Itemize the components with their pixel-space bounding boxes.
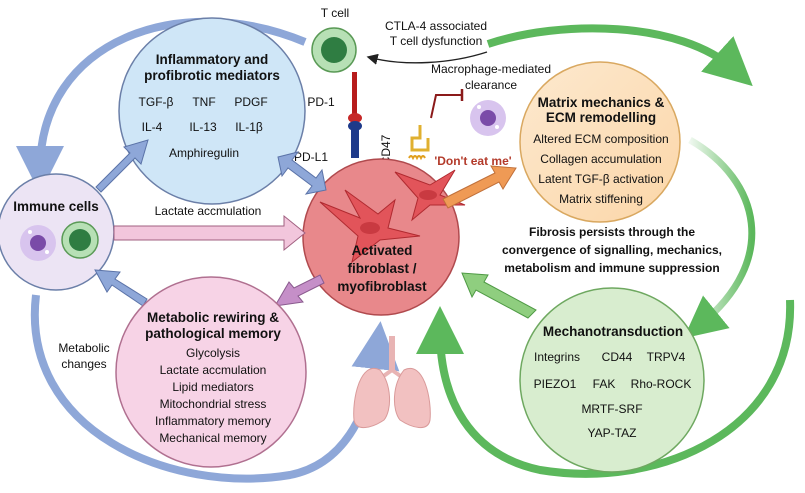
inflammatory-title-line1: Inflammatory and bbox=[156, 52, 269, 67]
mediator-item: Amphiregulin bbox=[169, 146, 239, 160]
cd47-label: CD47 bbox=[379, 134, 393, 165]
fibroblast-to-matrix-arrow bbox=[442, 165, 517, 209]
mechano-to-fibroblast-arrow bbox=[461, 272, 537, 319]
ctla4-annotation: CTLA-4 associated T cell dysfunction bbox=[366, 19, 488, 65]
immune-cells-node: Immune cells bbox=[0, 173, 115, 291]
metabolic-item: Glycolysis bbox=[186, 346, 240, 360]
metabolic-to-immune-arrow bbox=[94, 269, 148, 307]
mechano-item: Rho-ROCK bbox=[631, 377, 692, 391]
pdl1-label: PD-L1 bbox=[294, 150, 328, 164]
fibrosis-line3: metabolism and immune suppression bbox=[504, 261, 719, 275]
mediator-item: PDGF bbox=[234, 95, 267, 109]
metabolic-title-line1: Metabolic rewiring & bbox=[147, 310, 279, 325]
mediator-item: IL-1β bbox=[235, 120, 263, 134]
metabolic-item: Lipid mediators bbox=[172, 380, 253, 394]
matrix-mechanics-node: Matrix mechanics & ECM remodelling Alter… bbox=[519, 61, 681, 223]
dont-eat-me-label: 'Don't eat me' bbox=[434, 154, 511, 168]
activated-fibroblast-node: Activated fibroblast / myofibroblast bbox=[302, 158, 466, 316]
macrophage-line2: clearance bbox=[465, 78, 517, 92]
metabolic-changes-line1: Metabolic bbox=[58, 341, 109, 355]
mechano-item: PIEZO1 bbox=[534, 377, 577, 391]
t-cell-icon bbox=[311, 27, 357, 73]
matrix-item: Latent TGF-β activation bbox=[538, 172, 663, 186]
t-cell-icon bbox=[61, 221, 99, 259]
mechanotransduction-node: Mechanotransduction Integrins CD44 TRPV4… bbox=[519, 287, 705, 473]
immune-to-inflammatory-arrow bbox=[95, 139, 149, 193]
fibrosis-line2: convergence of signalling, mechanics, bbox=[502, 243, 722, 257]
ctla4-line2: T cell dysfunction bbox=[390, 34, 483, 48]
macrophage-icon bbox=[470, 100, 506, 136]
center-line1: Activated bbox=[352, 243, 413, 258]
immune-cells-title: Immune cells bbox=[13, 199, 99, 214]
pd1-pdl1-receptor-icon bbox=[348, 72, 362, 158]
fibrosis-line1: Fibrosis persists through the bbox=[529, 225, 695, 239]
t-cell-top: T cell PD-1 PD-L1 bbox=[294, 6, 362, 164]
macrophage-cell-icon bbox=[20, 225, 56, 261]
mechano-item: MRTF-SRF bbox=[581, 402, 642, 416]
lungs-icon bbox=[353, 336, 431, 428]
mediator-item: IL-4 bbox=[142, 120, 163, 134]
metabolic-item: Lactate accmulation bbox=[160, 363, 267, 377]
macrophage-line1: Macrophage-mediated bbox=[431, 62, 551, 76]
fibroblast-to-metabolic-arrow bbox=[274, 274, 325, 307]
center-line2: fibroblast / bbox=[347, 261, 416, 276]
matrix-title-line1: Matrix mechanics & bbox=[538, 95, 665, 110]
cd47-marker: CD47 'Don't eat me' bbox=[379, 125, 512, 168]
pd1-label: PD-1 bbox=[307, 95, 335, 109]
mechano-item: CD44 bbox=[602, 350, 633, 364]
inflammatory-fibroblast-double-arrow bbox=[277, 151, 327, 195]
ctla4-line1: CTLA-4 associated bbox=[385, 19, 487, 33]
mechano-item: TRPV4 bbox=[647, 350, 686, 364]
mechano-item: YAP-TAZ bbox=[588, 426, 637, 440]
mediator-item: IL-13 bbox=[189, 120, 217, 134]
ctla4-arrow bbox=[366, 51, 488, 65]
center-line3: myofibroblast bbox=[337, 279, 427, 294]
inhibition-line bbox=[430, 94, 462, 119]
fibrosis-statement: Fibrosis persists through the convergenc… bbox=[502, 225, 722, 275]
metabolic-item: Mitochondrial stress bbox=[160, 397, 267, 411]
metabolic-item: Mechanical memory bbox=[159, 431, 266, 445]
fibroblast-cell-icon bbox=[319, 169, 466, 264]
mediator-item: TGF-β bbox=[139, 95, 174, 109]
lactate-arrow-label: Lactate accmulation bbox=[155, 204, 262, 218]
t-cell-label: T cell bbox=[321, 6, 349, 20]
matrix-item: Matrix stiffening bbox=[559, 192, 643, 206]
mechano-item: Integrins bbox=[534, 350, 580, 364]
metabolic-item: Inflammatory memory bbox=[155, 414, 271, 428]
matrix-item: Collagen accumulation bbox=[540, 152, 661, 166]
matrix-item: Altered ECM composition bbox=[533, 132, 668, 146]
metabolic-changes-line2: changes bbox=[61, 357, 106, 371]
mediator-item: TNF bbox=[192, 95, 215, 109]
macrophage-clearance: Macrophage-mediated clearance bbox=[430, 62, 551, 136]
mechano-title: Mechanotransduction bbox=[543, 324, 683, 339]
right-green-loop bbox=[416, 24, 795, 478]
metabolic-changes-label: Metabolic changes bbox=[58, 341, 109, 371]
mechano-item: FAK bbox=[593, 377, 616, 391]
metabolic-title-line2: pathological memory bbox=[145, 326, 281, 341]
metabolic-rewiring-node: Metabolic rewiring & pathological memory… bbox=[115, 276, 307, 468]
inflammatory-mediators-node: Inflammatory and profibrotic mediators T… bbox=[118, 17, 306, 205]
lactate-arrow: Lactate accmulation bbox=[113, 204, 306, 252]
inflammatory-title-line2: profibrotic mediators bbox=[144, 68, 280, 83]
matrix-title-line2: ECM remodelling bbox=[546, 110, 656, 125]
